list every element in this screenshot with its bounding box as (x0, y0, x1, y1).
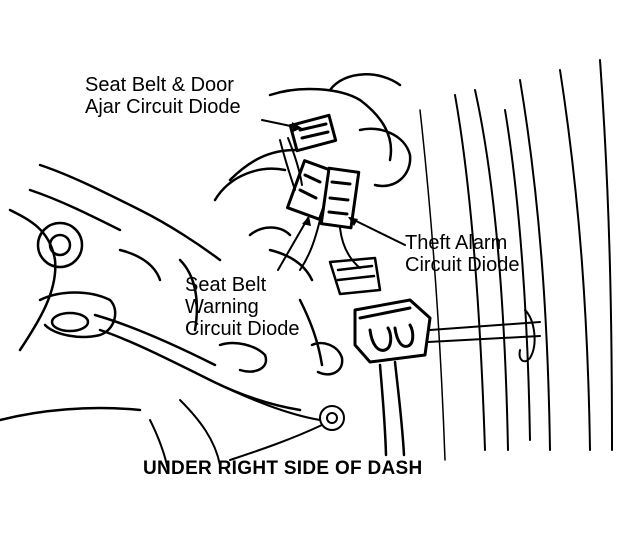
label-line: Circuit Diode (405, 254, 520, 276)
left-assembly (0, 163, 302, 422)
label-line: Seat Belt & Door (85, 74, 234, 96)
leader-arrowheads (292, 122, 358, 226)
lower-wires (149, 360, 406, 471)
right-panel (419, 59, 613, 461)
label-theft-alarm: Theft Alarm Circuit Diode (405, 232, 519, 276)
label-line: Theft Alarm (405, 232, 508, 254)
main-connector-block (353, 298, 541, 364)
label-seat-belt-warning: Seat Belt Warning Circuit Diode (185, 274, 299, 340)
label-line: Warning (185, 296, 259, 318)
harness-middle (248, 226, 382, 376)
label-line: Circuit Diode (185, 318, 300, 340)
label-line: Ajar Circuit Diode (85, 96, 241, 118)
diagram-caption: UNDER RIGHT SIDE OF DASH (143, 458, 423, 479)
label-seat-belt-door-ajar: Seat Belt & Door Ajar Circuit Diode (85, 74, 241, 118)
label-line: Seat Belt (185, 274, 267, 296)
upper-hand (213, 73, 412, 202)
